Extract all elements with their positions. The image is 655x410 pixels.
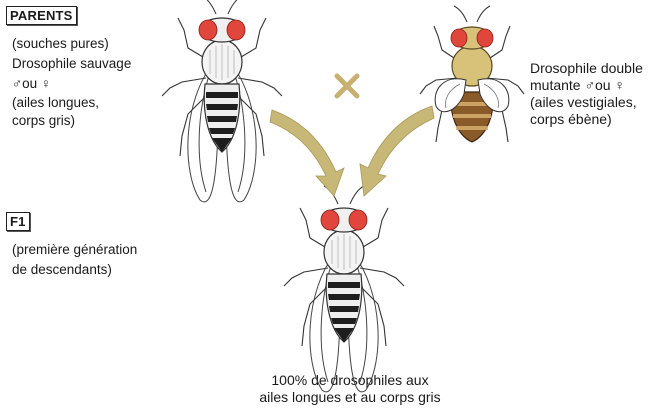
arrow-left-icon [270,110,344,196]
f1-fly-illustration [284,186,404,392]
wild-fly-illustration [162,0,282,202]
cross-icon [337,76,357,96]
arrow-right-icon [360,106,434,196]
mutant-fly-illustration [420,6,524,142]
